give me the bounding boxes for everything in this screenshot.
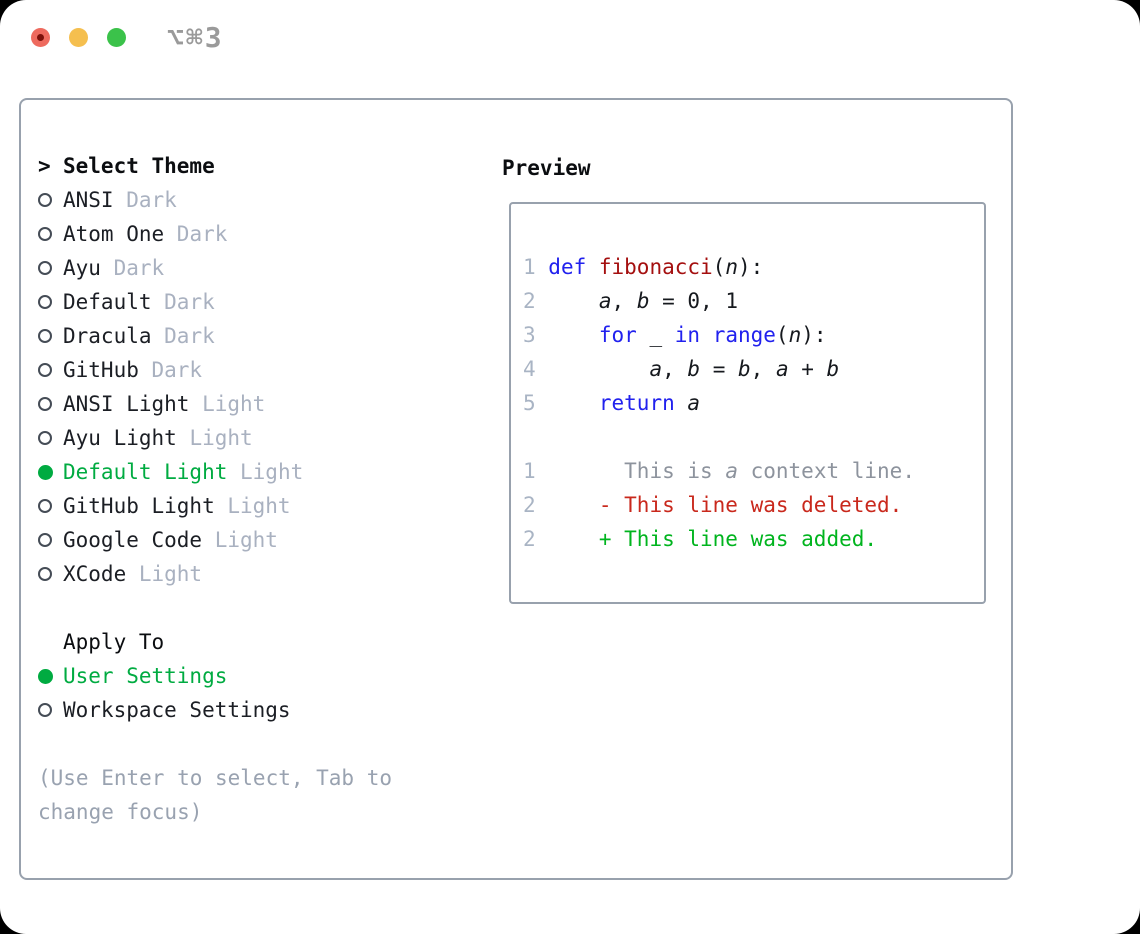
titlebar: [31, 28, 126, 47]
theme-list: > Select Theme ANSI Dark Atom One Dark A…: [38, 149, 303, 591]
diff-line: 1 This is a context line.: [523, 459, 915, 483]
radio-icon: [38, 703, 63, 717]
help-text: (Use Enter to select, Tab to change focu…: [38, 766, 393, 824]
line-number: 5: [523, 391, 549, 415]
theme-option[interactable]: Ayu Dark: [38, 251, 303, 285]
theme-option[interactable]: Atom One Dark: [38, 217, 303, 251]
line-number: 1: [523, 255, 549, 279]
radio-icon: [38, 567, 63, 581]
radio-icon: [38, 397, 63, 411]
radio-icon: [38, 193, 63, 207]
option-variant: Light: [227, 460, 304, 484]
blank-line: [523, 420, 915, 454]
option-variant: Light: [214, 494, 291, 518]
apply-to-title: Apply To: [63, 630, 165, 654]
cursor-marker-icon: >: [38, 154, 51, 178]
radio-icon: [38, 295, 63, 309]
radio-icon: [38, 329, 63, 343]
diff-line: 2 + This line was added.: [523, 527, 878, 551]
option-variant: Light: [202, 528, 278, 552]
code-line: 4 a, b = b, a + b: [523, 357, 840, 381]
line-number: 2: [523, 289, 549, 313]
option-label: Workspace Settings: [63, 698, 291, 722]
line-number: 2: [523, 527, 549, 551]
line-number: 4: [523, 357, 549, 381]
theme-option[interactable]: Ayu Light Light: [38, 421, 303, 455]
radio-icon: [38, 464, 63, 480]
minimize-button[interactable]: [69, 28, 88, 47]
apply-target-option[interactable]: User Settings: [38, 659, 291, 693]
code-block: 1 def fibonacci(n): 2 a, b = 0, 1 3 for _ …: [523, 250, 915, 556]
radio-icon: [38, 363, 63, 377]
option-label: User Settings: [63, 664, 228, 688]
preview-box: 1 def fibonacci(n): 2 a, b = 0, 1 3 for _ …: [509, 202, 986, 604]
option-variant: Dark: [164, 222, 228, 246]
option-label: Default Light: [63, 460, 228, 484]
option-variant: Dark: [113, 188, 177, 212]
option-label: XCode: [63, 562, 127, 586]
option-label: ANSI Light: [63, 392, 190, 416]
theme-option[interactable]: XCode Light: [38, 557, 303, 591]
option-label: Google Code: [63, 528, 203, 552]
theme-option[interactable]: Google Code Light: [38, 523, 303, 557]
option-label: Ayu: [63, 256, 101, 280]
theme-option[interactable]: ANSI Dark: [38, 183, 303, 217]
window-title: ⌥⌘3: [167, 21, 224, 54]
apply-to-section: Apply To User Settings Workspace Setting…: [38, 625, 291, 727]
radio-icon: [38, 533, 63, 547]
theme-option[interactable]: Default Light Light: [38, 455, 303, 489]
code-line: 3 for _ in range(n):: [523, 323, 827, 347]
theme-option[interactable]: ANSI Light Light: [38, 387, 303, 421]
theme-picker-panel: > Select Theme ANSI Dark Atom One Dark A…: [19, 98, 1013, 880]
code-line: 5 return a: [523, 391, 701, 415]
option-variant: Light: [189, 392, 266, 416]
option-variant: Dark: [138, 358, 203, 382]
radio-icon: [38, 431, 63, 445]
option-label: Atom One: [63, 222, 165, 246]
option-variant: Light: [126, 562, 203, 586]
option-variant: Dark: [100, 256, 165, 280]
theme-option[interactable]: GitHub Light Light: [38, 489, 303, 523]
code-line: 2 a, b = 0, 1: [523, 289, 738, 313]
select-theme-header: > Select Theme: [38, 149, 303, 183]
diff-line: 2 - This line was deleted.: [523, 493, 903, 517]
radio-icon: [38, 668, 63, 684]
option-variant: Dark: [151, 290, 215, 314]
close-button[interactable]: [31, 28, 50, 47]
option-label: Default: [63, 290, 152, 314]
theme-option[interactable]: GitHub Dark: [38, 353, 303, 387]
option-label: GitHub Light: [63, 494, 215, 518]
zoom-button[interactable]: [107, 28, 126, 47]
preview-title: Preview: [502, 156, 591, 180]
line-number: 1: [523, 459, 549, 483]
option-variant: Dark: [151, 324, 215, 348]
option-variant: Light: [176, 426, 253, 450]
option-label: Dracula: [63, 324, 152, 348]
theme-option[interactable]: Default Dark: [38, 285, 303, 319]
apply-to-header: Apply To: [38, 625, 291, 659]
radio-icon: [38, 499, 63, 513]
code-line: 1 def fibonacci(n):: [523, 255, 764, 279]
apply-target-option[interactable]: Workspace Settings: [38, 693, 291, 727]
option-label: GitHub: [63, 358, 139, 382]
unsaved-indicator-icon: [37, 34, 44, 41]
option-label: ANSI: [63, 188, 114, 212]
radio-icon: [38, 261, 63, 275]
line-number: 3: [523, 323, 549, 347]
option-label: Ayu Light: [63, 426, 177, 450]
radio-icon: [38, 227, 63, 241]
select-theme-title: Select Theme: [63, 154, 215, 178]
line-number: 2: [523, 493, 549, 517]
theme-option[interactable]: Dracula Dark: [38, 319, 303, 353]
